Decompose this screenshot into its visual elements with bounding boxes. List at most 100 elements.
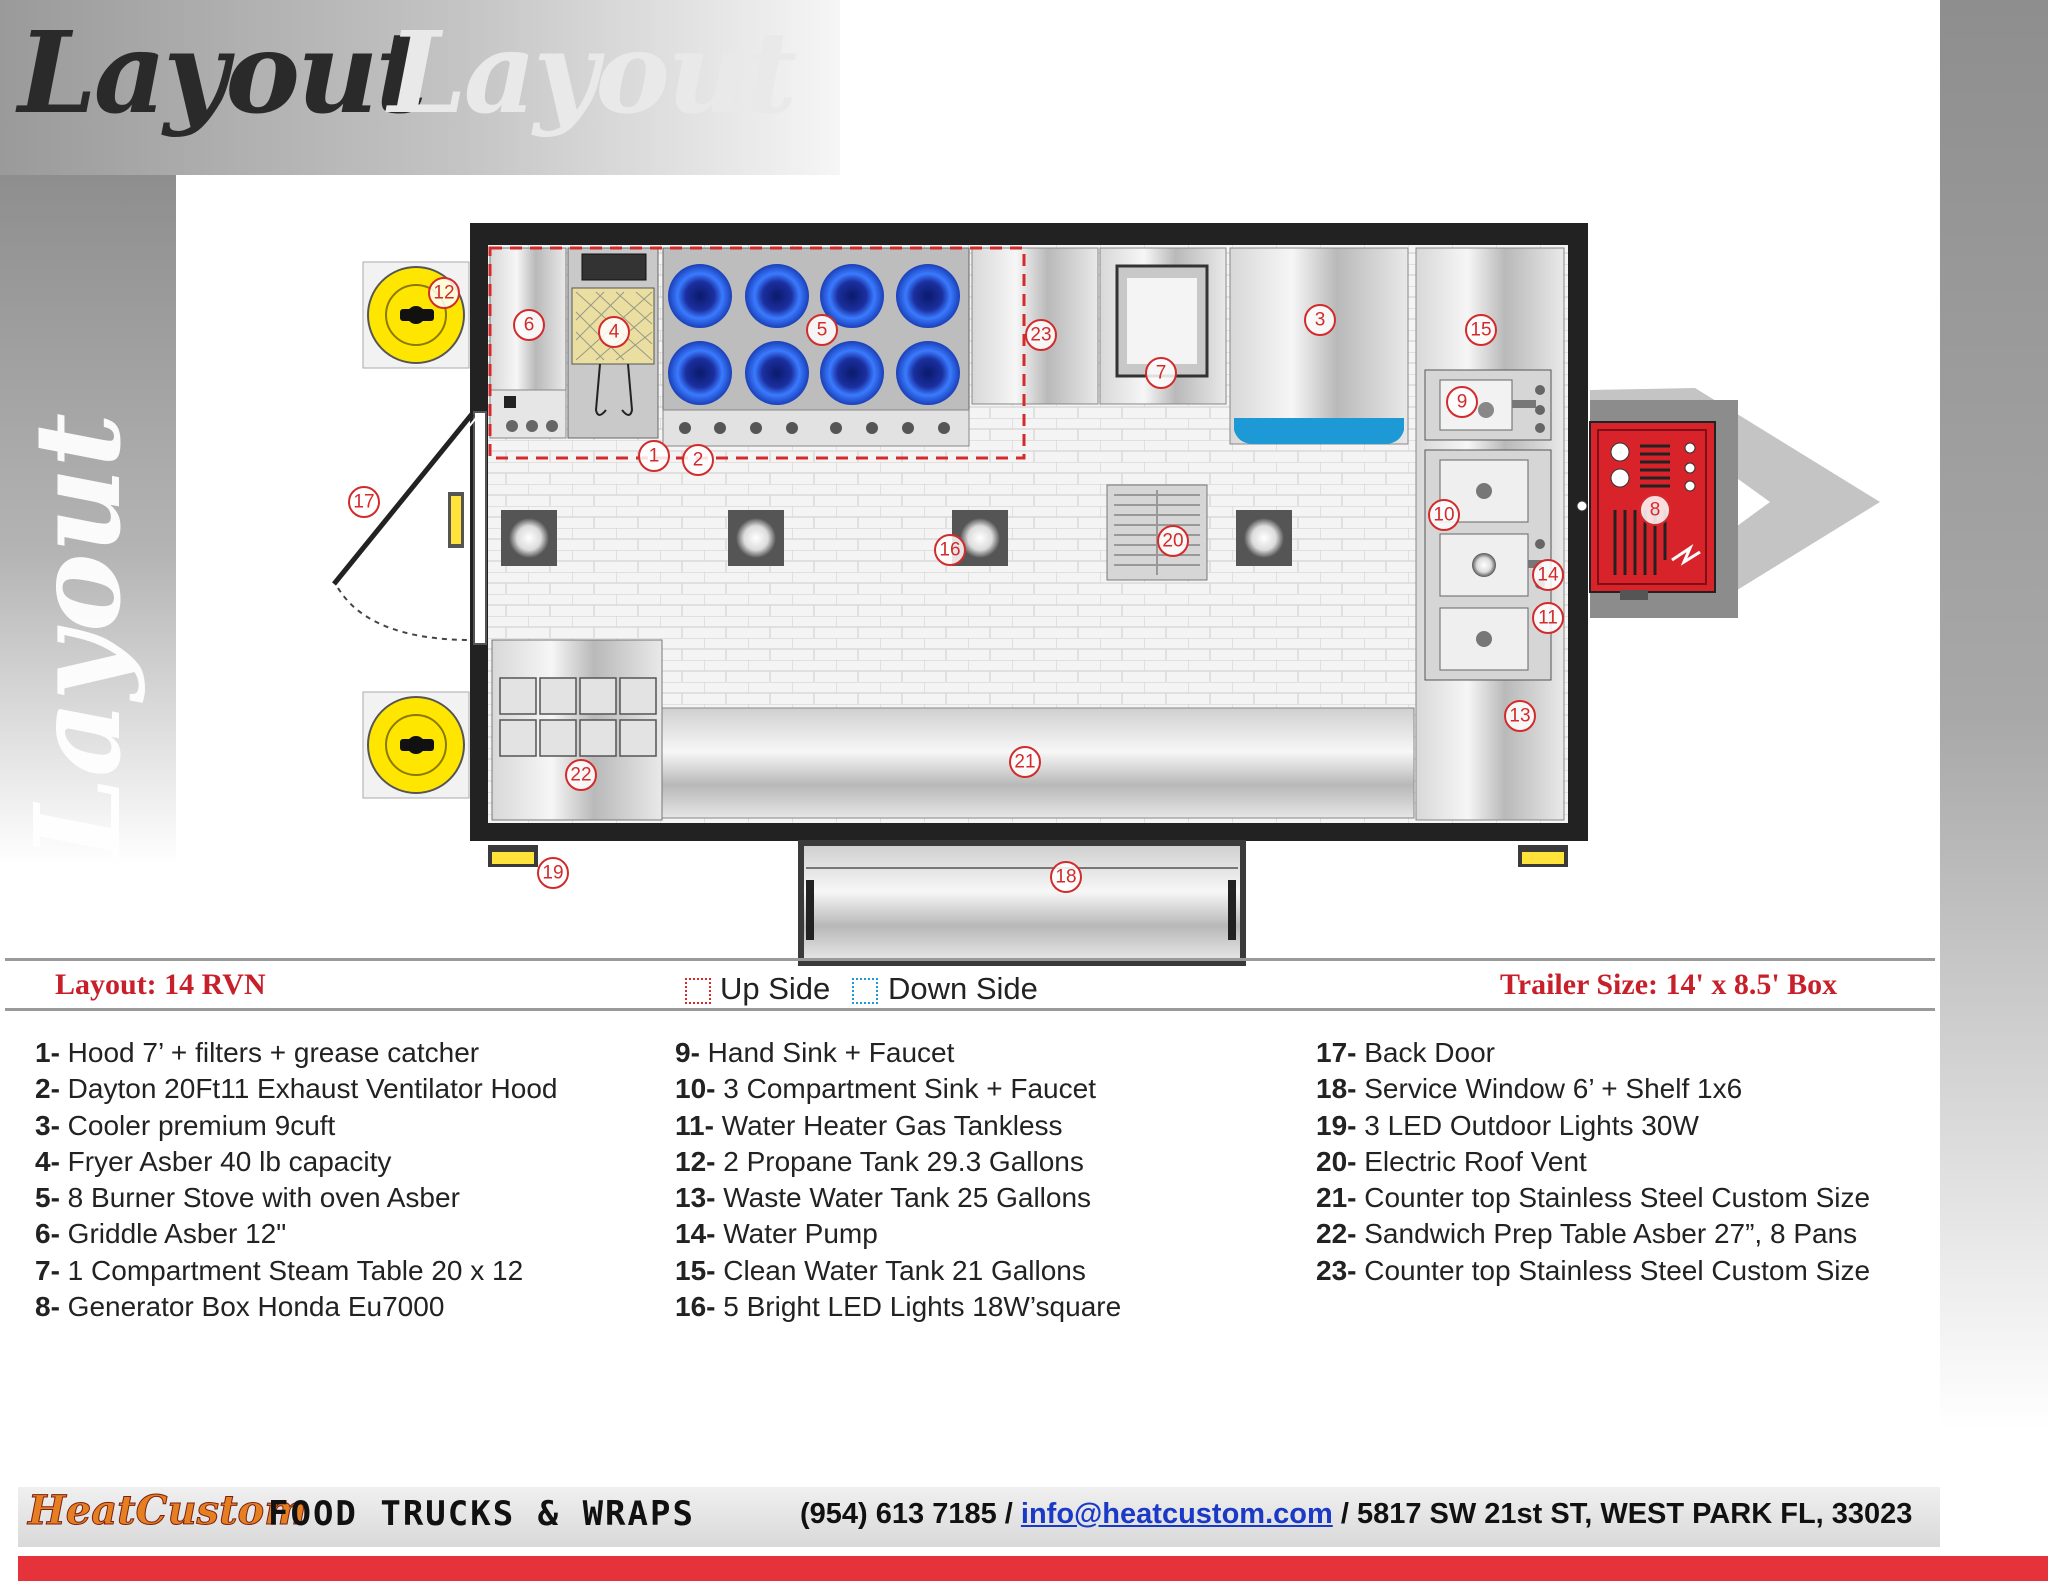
callout-number: 8 xyxy=(1650,500,1661,521)
legend-item: 8- Generator Box Honda Eu7000 xyxy=(35,1289,665,1325)
legend-item: 17- Back Door xyxy=(1316,1035,1946,1071)
up-side-label: Up Side xyxy=(720,971,831,1006)
callout-circle xyxy=(638,440,670,472)
item-number: 15- xyxy=(675,1254,716,1286)
item-text: Sandwich Prep Table Asber 27”, 8 Pans xyxy=(1356,1218,1858,1250)
item-text: Clean Water Tank 21 Gallons xyxy=(715,1254,1086,1286)
item-text: Hood 7’ + filters + grease catcher xyxy=(59,1037,480,1068)
led-lights xyxy=(501,510,1292,566)
item-number: 8- xyxy=(35,1291,60,1323)
footer-red-stripe xyxy=(18,1556,2048,1581)
brand-logo: HeatCustom xyxy=(28,1487,308,1535)
callout-circle xyxy=(1639,494,1671,526)
callout-circle xyxy=(598,316,630,348)
callout-circle xyxy=(806,314,838,346)
item-text: 1 Compartment Steam Table 20 x 12 xyxy=(59,1254,524,1286)
item-number: 2- xyxy=(35,1073,60,1105)
legend-item: 7- 1 Compartment Steam Table 20 x 12 xyxy=(35,1253,665,1289)
legend-item: 3- Cooler premium 9cuft xyxy=(35,1108,665,1144)
divider-top xyxy=(5,958,1935,961)
callout-circle xyxy=(1050,861,1082,893)
up-side-swatch xyxy=(685,978,711,1004)
legend-item: 18- Service Window 6’ + Shelf 1x6 xyxy=(1316,1071,1946,1107)
callout-number: 3 xyxy=(1315,310,1326,331)
layout-name: Layout: 14 RVN xyxy=(55,968,266,1001)
item-text: Water Heater Gas Tankless xyxy=(713,1109,1063,1141)
item-number: 11- xyxy=(675,1109,714,1141)
legend-item: 20- Electric Roof Vent xyxy=(1316,1144,1946,1180)
item-number: 5- xyxy=(35,1182,60,1214)
callout-circle xyxy=(1446,386,1478,418)
item-text: Cooler premium 9cuft xyxy=(59,1109,336,1141)
callout-number: 23 xyxy=(1030,325,1051,346)
legend-item: 15- Clean Water Tank 21 Gallons xyxy=(675,1253,1305,1289)
title-layout-light: Layout xyxy=(388,8,797,139)
callout-circle xyxy=(348,486,380,518)
legend-item: 19- 3 LED Outdoor Lights 30W xyxy=(1316,1108,1946,1144)
down-side-swatch xyxy=(852,978,878,1004)
callout-circle xyxy=(513,309,545,341)
callout-circle xyxy=(1145,357,1177,389)
callout-circle xyxy=(1009,746,1041,778)
item-text: Fryer Asber 40 lb capacity xyxy=(59,1145,392,1177)
item-number: 7- xyxy=(35,1254,60,1286)
item-text: Counter top Stainless Steel Custom Size xyxy=(1356,1182,1871,1214)
callout-number: 6 xyxy=(524,315,535,336)
item-text: Griddle Asber 12" xyxy=(59,1218,287,1250)
callout-number: 12 xyxy=(433,283,454,304)
item-number: 22- xyxy=(1316,1218,1357,1250)
item-number: 20- xyxy=(1316,1145,1357,1177)
item-number: 14- xyxy=(675,1218,716,1250)
callout-number: 16 xyxy=(939,540,960,561)
item-number: 23- xyxy=(1316,1254,1357,1286)
item-text: Hand Sink + Faucet xyxy=(699,1037,955,1068)
callout-circle xyxy=(565,759,597,791)
callout-circle xyxy=(682,444,714,476)
callout-circle xyxy=(1504,700,1536,732)
callout-number: 11 xyxy=(1538,608,1558,629)
callout-number: 2 xyxy=(693,450,704,471)
callout-number: 10 xyxy=(1433,505,1454,526)
callout-number: 5 xyxy=(817,320,828,341)
callout-number: 13 xyxy=(1509,706,1530,727)
legend-item: 9- Hand Sink + Faucet xyxy=(675,1035,1305,1071)
callout-circle xyxy=(934,534,966,566)
separator: / xyxy=(1332,1498,1357,1530)
item-text: Service Window 6’ + Shelf 1x6 xyxy=(1356,1073,1743,1105)
legend-item: 14- Water Pump xyxy=(675,1216,1305,1252)
item-number: 18- xyxy=(1316,1073,1357,1105)
item-number: 19- xyxy=(1316,1109,1357,1141)
item-number: 4- xyxy=(35,1145,60,1177)
callout-number: 1 xyxy=(649,446,660,467)
item-number: 17- xyxy=(1316,1037,1357,1068)
service-window xyxy=(804,846,1240,960)
callout-number: 20 xyxy=(1162,531,1183,552)
item-number: 16- xyxy=(675,1291,716,1323)
email-link[interactable]: info@heatcustom.com xyxy=(1020,1498,1333,1530)
callout-circle xyxy=(1428,499,1460,531)
item-number: 10- xyxy=(675,1073,716,1105)
item-text: Back Door xyxy=(1356,1037,1495,1068)
callout-number: 14 xyxy=(1537,565,1559,586)
callout-number: 21 xyxy=(1014,752,1035,773)
callout-number: 18 xyxy=(1055,867,1076,888)
propane-tank-bottom xyxy=(362,691,470,799)
callout-circle xyxy=(1465,314,1497,346)
callout-number: 15 xyxy=(1470,320,1491,341)
legend-item: 12- 2 Propane Tank 29.3 Gallons xyxy=(675,1144,1305,1180)
callout-number: 19 xyxy=(542,863,563,884)
right-side-band xyxy=(1940,0,2048,1430)
callout-number: 7 xyxy=(1156,363,1167,384)
callout-number: 4 xyxy=(609,322,620,343)
phone: (954) 613 7185 xyxy=(800,1498,997,1530)
item-number: 9- xyxy=(675,1037,700,1068)
callout-circle xyxy=(1532,559,1564,591)
item-text: Water Pump xyxy=(715,1218,878,1250)
legend-item: 13- Waste Water Tank 25 Gallons xyxy=(675,1180,1305,1216)
back-door-frame xyxy=(473,411,487,645)
footer-bar xyxy=(18,1487,1940,1547)
down-side-label: Down Side xyxy=(888,971,1038,1006)
item-text: 8 Burner Stove with oven Asber xyxy=(59,1182,460,1214)
